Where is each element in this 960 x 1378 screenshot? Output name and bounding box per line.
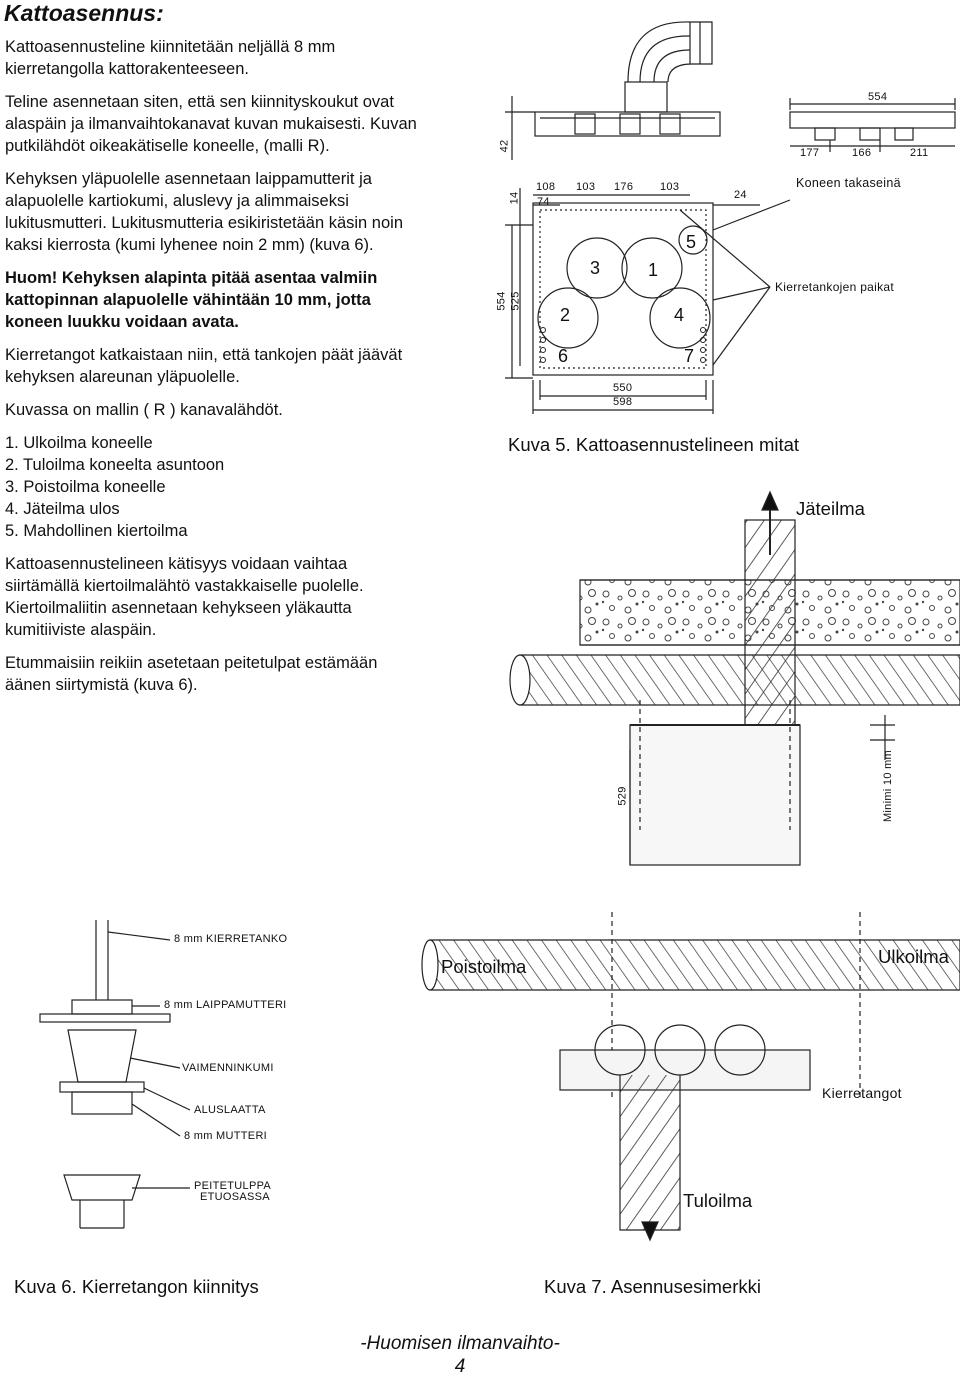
label-tuloilma: Tuloilma [683,1190,753,1211]
dim-108: 108 [536,181,556,193]
label-jateilma: Jäteilma [796,498,865,519]
label-koneen-takaseina: Koneen takaseinä [796,176,901,190]
duct-number-1: 1 [648,260,659,280]
fig6-drawing [39,920,191,1229]
label-poistoilma: Poistoilma [441,956,527,977]
dim-554-vertical: 554 [495,291,508,311]
fig5-elevation [505,21,721,160]
paragraph-handedness: Kattoasennustelineen kätisyys voidaan va… [5,555,364,639]
label-ulkoilma: Ulkoilma [878,946,949,967]
label-mutteri: 8 mm MUTTERI [184,1130,268,1142]
label-kierretanko: 8 mm KIERRETANKO [174,933,288,945]
paragraph-orientation: Teline asennetaan siten, että sen kiinni… [5,93,417,155]
page-footer: -Huomisen ilmanvaihto- 4 [340,1332,580,1378]
footer-brand: -Huomisen ilmanvaihto- [360,1333,560,1354]
dim-42: 42 [498,139,511,153]
dim-24: 24 [734,189,747,201]
figure6-caption: Kuva 6. Kierretangon kiinnitys [14,1276,259,1297]
paragraph-nuts: Kehyksen yläpuolelle asennetaan laippamu… [5,170,404,254]
duct-number-3: 3 [590,258,601,278]
dim-211: 211 [910,147,929,159]
label-laippamutteri: 8 mm LAIPPAMUTTERI [164,999,287,1011]
list-item: 5. Mahdollinen kiertoilma [5,522,188,540]
label-vaimenninkumi: VAIMENNINKUMI [182,1062,274,1074]
paragraph-note: Huom! Kehyksen alapinta pitää asentaa va… [5,269,378,331]
paragraph-model: Kuvassa on mallin ( R ) kanavalähdöt. [5,401,283,419]
label-kierretankojen-paikat: Kierretankojen paikat [775,280,895,294]
dim-176: 176 [614,181,634,193]
page-title: Kattoasennus: [4,0,164,26]
list-item: 3. Poistoilma koneelle [5,478,166,496]
dim-525: 525 [509,291,522,311]
dim-166: 166 [852,147,872,159]
duct-number-4: 4 [674,305,685,325]
duct-number-2: 2 [560,305,571,325]
dim-554-top: 554 [868,91,888,103]
paragraph-rods: Kierretangot katkaistaan niin, että tank… [5,346,403,386]
dim-74: 74 [537,196,550,208]
label-minimi-10mm: Minimi 10 mm [882,749,895,823]
label-peitetulppa: PEITETULPPA [194,1180,272,1192]
duct-number-6: 6 [558,346,569,366]
list-item: 2. Tuloilma koneelta asuntoon [5,456,225,474]
list-item: 4. Jäteilma ulos [5,500,120,518]
install-drawing [509,490,960,866]
figure7-caption: Kuva 7. Asennusesimerkki [544,1276,761,1297]
label-kierretangot: Kierretangot [822,1085,902,1101]
label-aluslaatta: ALUSLAATTA [194,1104,266,1116]
figure5-caption: Kuva 5. Kattoasennustelineen mitat [508,434,800,455]
dim-103a: 103 [576,181,596,193]
instructions-column: Kattoasennusteline kiinnitetään neljällä… [5,36,425,707]
duct-list: 1. Ulkoilma koneelle 2. Tuloilma koneelt… [5,432,425,542]
duct-number-7: 7 [684,346,695,366]
fig5-side [789,98,956,152]
dim-598: 598 [613,396,633,408]
fig5-plan [505,188,791,414]
label-etuosassa: ETUOSASSA [200,1191,270,1203]
paragraph-mounting: Kattoasennusteline kiinnitetään neljällä… [5,38,336,78]
dim-550: 550 [613,382,633,394]
list-item: 1. Ulkoilma koneelle [5,434,153,452]
paragraph-plugs: Etummaisiin reikiin asetetaan peitetulpa… [5,654,378,694]
duct-number-5: 5 [686,232,697,252]
dim-103b: 103 [660,181,680,193]
dim-529: 529 [616,786,629,806]
page-number: 4 [454,1356,466,1377]
fig7-drawing [421,912,960,1242]
dim-14: 14 [508,191,521,205]
dim-177: 177 [800,147,820,159]
